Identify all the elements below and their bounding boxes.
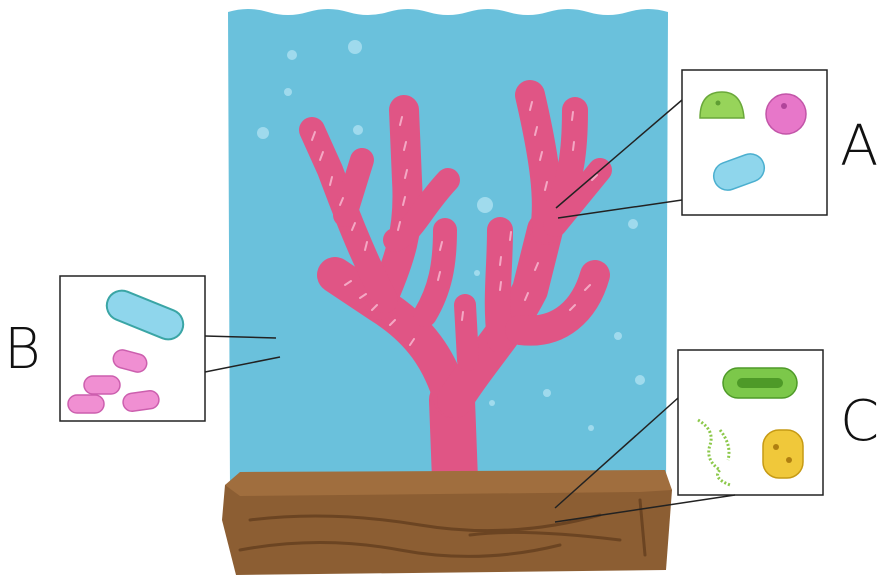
inset-a [682,70,827,215]
inset-b [60,276,205,421]
inset-c [678,350,823,495]
yellow-round-microbe-icon [763,430,803,478]
label-a: A [840,114,878,179]
label-b: B [4,317,41,382]
pink-round-microbe-icon [766,94,806,134]
sediment-top [225,470,672,496]
inset-a-frame [682,70,827,215]
green-rod-microbe-icon [723,368,797,398]
label-c: C [840,389,879,454]
